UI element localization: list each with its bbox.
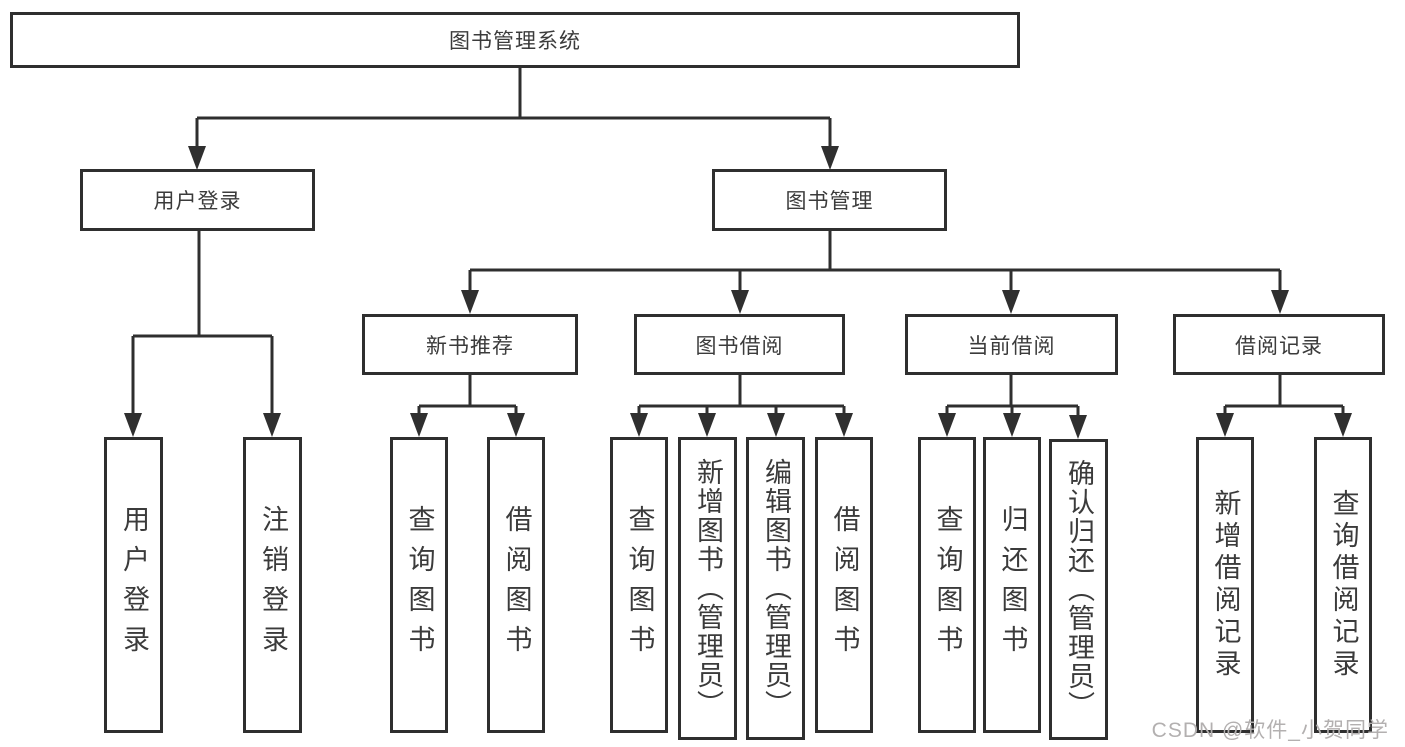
node-label: 新增借阅记录 (1210, 489, 1241, 681)
node-label: 当前借阅 (967, 334, 1056, 358)
node-label: 查询图书 (932, 505, 963, 665)
node-book-borrowing: 图书借阅 (634, 314, 845, 375)
node-label: 查询借阅记录 (1328, 489, 1359, 681)
node-label: 注销登录 (258, 505, 288, 665)
node-leaf-query-borrow-record: 查询借阅记录 (1314, 437, 1372, 733)
node-label: 图书管理系统 (449, 30, 581, 53)
node-new-book-recommendation: 新书推荐 (362, 314, 578, 375)
node-book-management: 图书管理 (712, 169, 947, 231)
node-leaf-query-books-recommend: 查询图书 (390, 437, 448, 733)
node-leaf-logout: 注销登录 (243, 437, 302, 733)
node-label: 图书借阅 (695, 334, 784, 358)
node-leaf-user-login: 用户登录 (104, 437, 163, 733)
node-library-management-system: 图书管理系统 (10, 12, 1020, 68)
node-label: 用户登录 (119, 505, 149, 665)
node-leaf-edit-books-admin: 编辑图书（管理员） (746, 437, 805, 740)
node-user-login: 用户登录 (80, 169, 315, 231)
node-leaf-return-books: 归还图书 (983, 437, 1041, 733)
node-label: 用户登录 (153, 190, 242, 213)
node-leaf-add-books-admin: 新增图书（管理员） (678, 437, 737, 740)
csdn-watermark: CSDN @软件_小贺同学 (1151, 719, 1389, 742)
node-label: 借阅记录 (1235, 334, 1323, 358)
node-leaf-query-books-borrowing: 查询图书 (610, 437, 668, 733)
node-leaf-confirm-return-admin: 确认归还（管理员） (1049, 439, 1108, 740)
node-label: 确认归还（管理员） (1064, 459, 1094, 720)
node-label: 图书管理 (785, 190, 874, 213)
node-label: 新书推荐 (426, 334, 514, 358)
node-leaf-borrow-books-recommend: 借阅图书 (487, 437, 545, 733)
node-current-borrowing: 当前借阅 (905, 314, 1118, 375)
node-label: 借阅图书 (829, 505, 860, 665)
node-label: 归还图书 (997, 505, 1028, 665)
node-label: 查询图书 (624, 505, 655, 665)
node-leaf-add-borrow-record: 新增借阅记录 (1196, 437, 1254, 733)
node-label: 借阅图书 (501, 505, 532, 665)
node-label: 查询图书 (404, 505, 435, 665)
node-label: 编辑图书（管理员） (761, 458, 791, 719)
node-borrowing-records: 借阅记录 (1173, 314, 1385, 375)
arrowheads (124, 146, 1352, 439)
node-leaf-borrow-books: 借阅图书 (815, 437, 873, 733)
node-leaf-query-books-current: 查询图书 (918, 437, 976, 733)
node-label: 新增图书（管理员） (693, 458, 723, 719)
